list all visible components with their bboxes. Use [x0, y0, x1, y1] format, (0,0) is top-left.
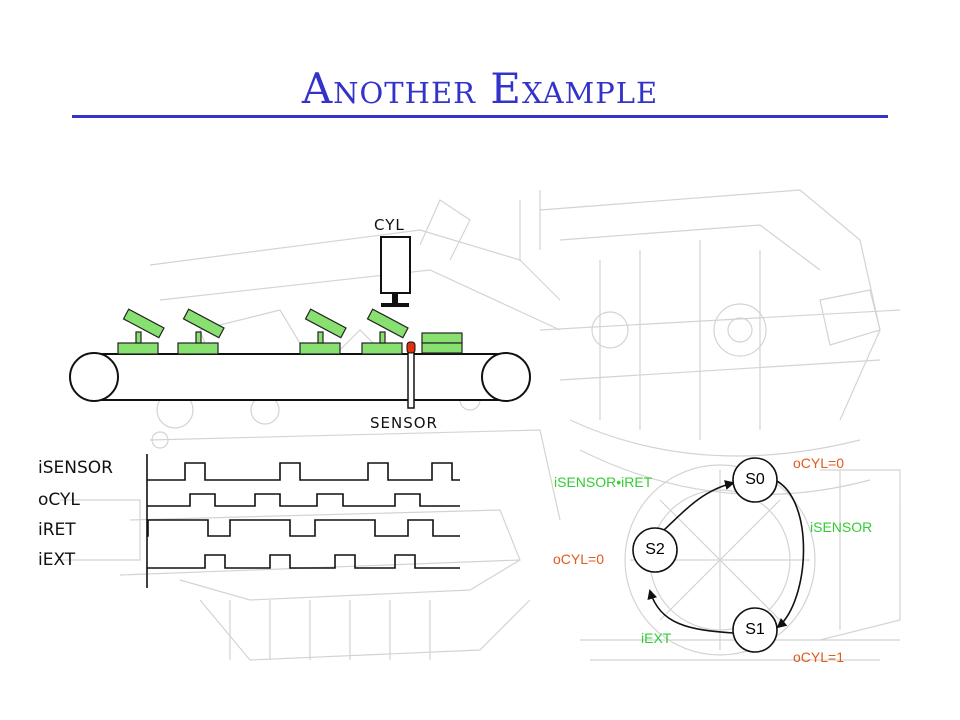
- timing-diagram: [146, 454, 460, 588]
- title-underline: [72, 115, 888, 118]
- sensor-label: SENSOR: [370, 414, 438, 432]
- output-s1: oCYL=1: [793, 649, 844, 665]
- state-nodes: [632, 457, 778, 653]
- signal-label-ocyl: oCYL: [38, 490, 80, 510]
- state-transitions: [647, 479, 805, 634]
- state-s1: S1: [745, 621, 765, 638]
- sensor: [406, 341, 416, 409]
- signal-label-isensor: iSENSOR: [38, 458, 113, 478]
- conveyor-parts: [117, 308, 463, 355]
- conveyor-belt: [69, 352, 531, 402]
- cylinder-label: CYL: [374, 216, 405, 234]
- transition-s1-s2: iEXT: [641, 630, 672, 646]
- transition-s2-s0: iSENSOR•iRET: [554, 474, 653, 490]
- signal-label-iret: iRET: [38, 520, 76, 540]
- cylinder: [380, 236, 411, 307]
- state-s2: S2: [645, 541, 665, 558]
- signal-label-iext: iEXT: [38, 550, 76, 570]
- state-s0: S0: [745, 471, 765, 488]
- transition-s0-s1: iSENSOR: [810, 519, 873, 535]
- output-s2: oCYL=0: [553, 551, 604, 567]
- output-s0: oCYL=0: [793, 455, 844, 471]
- slide-title: Another Example: [301, 64, 659, 113]
